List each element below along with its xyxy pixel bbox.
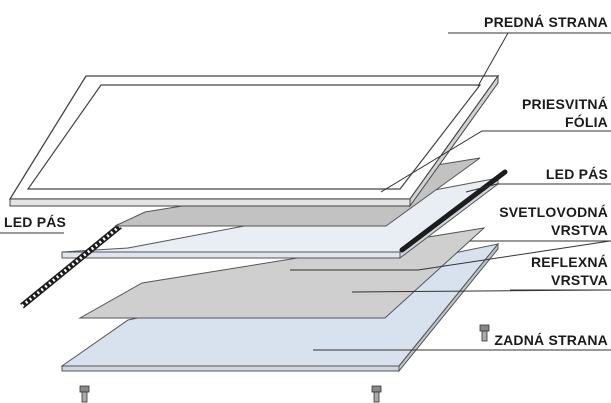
label-underlines [0, 32, 611, 351]
label-lightguide: SVETLOVODNÁ VRSTVA [499, 204, 608, 238]
label-reflective: REFLEXNÁ VRSTVA [530, 254, 608, 288]
led-strip-right [399, 169, 508, 253]
label-translucent-foil: PRIESVITNÁ FÓLIA [521, 96, 608, 130]
label-front: PREDNÁ STRANA [484, 14, 608, 30]
led-strip-left [20, 223, 122, 309]
label-back: ZADNÁ STRANA [494, 332, 608, 348]
label-led-strip-right: LED PÁS [545, 166, 608, 182]
screw-icon [479, 324, 490, 342]
label-led-strip-left: LED PÁS [4, 214, 67, 230]
screw-icon [79, 385, 90, 403]
front-frame [8, 74, 500, 208]
leader-lightguide [290, 240, 611, 271]
screw-icon [371, 385, 382, 403]
